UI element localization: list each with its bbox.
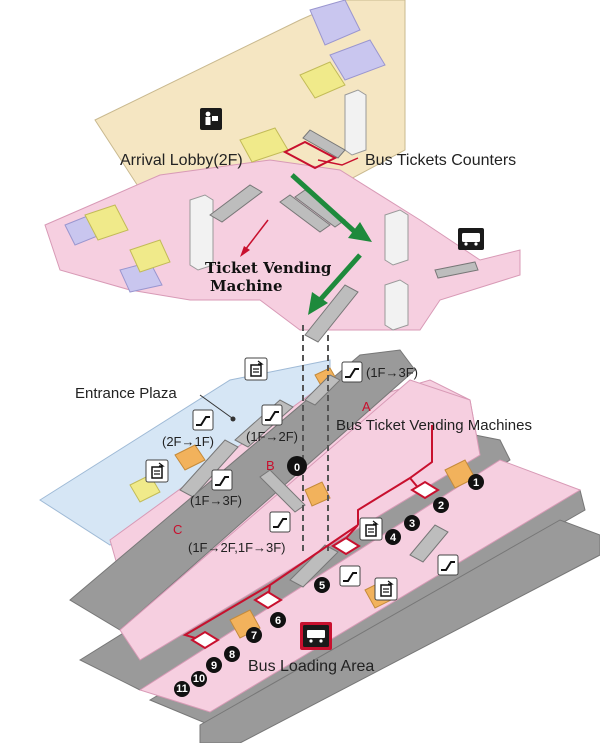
svg-text:8: 8 — [229, 649, 235, 661]
counter-leader-line — [317, 157, 359, 166]
svg-text:6: 6 — [275, 615, 281, 627]
svg-text:2: 2 — [438, 500, 444, 512]
svg-text:10: 10 — [193, 673, 205, 685]
escalator — [304, 374, 341, 406]
escalator — [304, 284, 359, 343]
road — [199, 519, 600, 743]
shop-block — [84, 204, 129, 241]
escalator-icon — [211, 469, 233, 491]
bus-stop-9[interactable]: 9 — [206, 657, 222, 673]
bus-stop-2[interactable]: 2 — [433, 497, 449, 513]
escalator-icon — [269, 511, 291, 533]
escalator — [209, 184, 263, 223]
escalator-label: (2F→1F) — [162, 434, 214, 449]
escalator-label: (1F→2F,1F→3F) — [188, 540, 286, 555]
escalator-icon — [261, 404, 283, 426]
escalator-icon — [341, 361, 363, 383]
escalator-label: (1F→3F) — [190, 493, 242, 508]
bus-loading-area-label: Bus Loading Area — [248, 658, 374, 675]
svg-text:5: 5 — [319, 580, 325, 592]
escalator — [302, 129, 346, 159]
escalator — [179, 439, 239, 498]
bus-stop-0[interactable]: 0 — [287, 456, 307, 476]
bus-loading-icon[interactable] — [300, 622, 332, 650]
escalator — [289, 544, 339, 588]
bus-stop-6[interactable]: 6 — [270, 612, 286, 628]
vending-machine-markers — [190, 480, 440, 650]
bus-tickets-counters-label: Bus Tickets Counters — [365, 152, 516, 169]
escalator-label: (1F→2F) — [246, 429, 298, 444]
shop-block — [129, 239, 171, 273]
bus-ticket-vending-machines-label: Bus Ticket Vending Machines — [336, 417, 532, 434]
shop-block — [329, 39, 386, 81]
ticket-vending-label-line1: Ticket Vending — [205, 259, 332, 277]
bus-stop-10[interactable]: 10 — [191, 671, 207, 687]
route-arrows — [290, 173, 372, 315]
svg-text:0: 0 — [294, 462, 300, 474]
bus-stop-11[interactable]: 11 — [174, 681, 190, 697]
area-letter-b: B — [266, 458, 275, 473]
pillar — [189, 194, 214, 271]
arrival-lobby-floor — [44, 159, 521, 331]
ticket-machine-icon — [244, 357, 268, 381]
pillar — [344, 89, 367, 156]
bus-stop-5[interactable]: 5 — [314, 577, 330, 593]
bus-icon[interactable] — [458, 228, 484, 250]
svg-text:4: 4 — [390, 532, 397, 544]
shop-block — [309, 0, 361, 46]
shop-block — [299, 61, 346, 99]
pillar — [384, 279, 409, 331]
ticket-vending-pointer — [240, 219, 269, 257]
svg-text:1: 1 — [473, 477, 479, 489]
svg-text:7: 7 — [251, 630, 257, 642]
vertical-connector — [302, 325, 329, 555]
bus-stop-7[interactable]: 7 — [246, 627, 262, 643]
bus-stop-3[interactable]: 3 — [404, 515, 420, 531]
svg-text:3: 3 — [409, 518, 415, 530]
shop-block — [174, 444, 206, 471]
bus-stop-1[interactable]: 1 — [468, 474, 484, 490]
sidewalk — [119, 379, 481, 661]
upper-floor — [44, 0, 521, 343]
ticket-vending-label-line2: Machine — [210, 277, 283, 295]
bus-stop-4[interactable]: 4 — [385, 529, 401, 545]
shop-block — [304, 481, 331, 507]
ticket-machine-icon — [359, 517, 383, 541]
ticket-machine-icon — [374, 577, 398, 601]
escalator-label: (1F→3F) — [366, 365, 418, 380]
area-letter-a: A — [362, 399, 371, 414]
escalator — [434, 261, 479, 279]
pillar — [384, 209, 409, 266]
area-letter-c: C — [173, 522, 182, 537]
escalator — [409, 524, 449, 563]
svg-text:11: 11 — [176, 683, 188, 695]
escalator — [259, 469, 306, 513]
escalator-icon — [339, 565, 361, 587]
bus-stop-8[interactable]: 8 — [224, 646, 240, 662]
bus-tickets-counter-marker[interactable] — [282, 140, 338, 170]
information-icon[interactable] — [200, 108, 222, 130]
ticket-machine-icon — [145, 459, 169, 483]
svg-text:9: 9 — [211, 660, 217, 672]
escalator-icon — [437, 554, 459, 576]
entrance-plaza-label: Entrance Plaza — [75, 385, 177, 402]
escalator — [279, 194, 331, 233]
escalator-icon — [192, 409, 214, 431]
entrance-plaza-leader — [199, 394, 236, 422]
arrival-lobby-label: Arrival Lobby(2F) — [120, 152, 243, 169]
ground-floor — [39, 349, 600, 743]
